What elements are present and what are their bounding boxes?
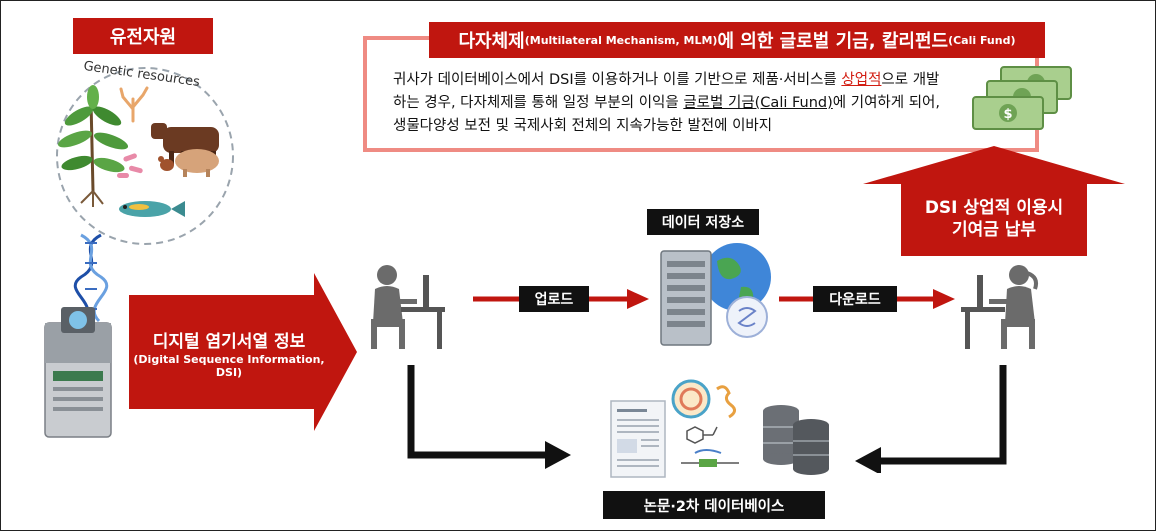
server-icon: [660, 243, 771, 346]
fish-icon: [119, 201, 185, 217]
genetic-resources-circle: [56, 67, 234, 245]
document-icon: [610, 400, 666, 478]
money-icon: $: [972, 66, 1072, 130]
chicken-icon: [158, 156, 174, 171]
user-icon: [371, 265, 445, 349]
genetic-resources-title: 유전자원: [73, 18, 213, 54]
sequence-icon: [681, 449, 739, 467]
protein-icon: [671, 379, 736, 419]
papers-databases-icons: [610, 379, 829, 478]
user-icon: [961, 265, 1038, 349]
database-icon: [763, 405, 829, 475]
molecule-icon: [686, 426, 718, 444]
cali-fund-title: 다자체제(Multilateral Mechanism, MLM)에 의한 글로…: [429, 22, 1045, 58]
left-flow-arrow: [407, 365, 571, 469]
sequencer-icon: [44, 307, 112, 438]
dsi-subtitle: (Digital Sequence Information, DSI): [133, 353, 325, 379]
upload-label: 업로드: [519, 286, 589, 312]
download-label: 다운로드: [813, 286, 897, 312]
right-flow-arrow: [855, 365, 1007, 473]
cali-fund-description: 귀사가 데이터베이스에서 DSI를 이용하거나 이를 기반으로 제품·서비스를 …: [393, 72, 940, 134]
papers-db-label: 논문·2차 데이터베이스: [603, 491, 825, 519]
dsi-title: 디지털 염기서열 정보: [152, 332, 306, 352]
dsi-arrow: [129, 273, 357, 431]
pig-icon: [175, 149, 219, 177]
contribution-line1: DSI 상업적 이용시: [924, 198, 1064, 218]
svg-text:$: $: [1003, 107, 1012, 122]
bacteria-icon: [117, 153, 143, 178]
coral-icon: [119, 86, 149, 123]
data-storage-label: 데이터 저장소: [647, 209, 759, 235]
contribution-line2: 기여금 납부: [951, 220, 1037, 240]
plant-icon: [57, 85, 129, 207]
contribution-arrow: [863, 146, 1125, 256]
